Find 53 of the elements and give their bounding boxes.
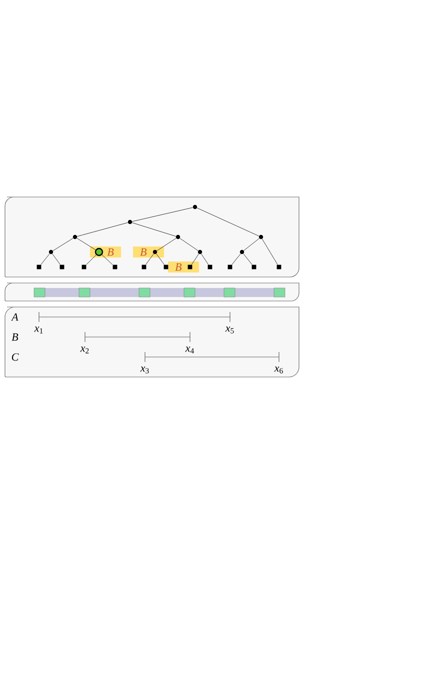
node-label: B: [107, 248, 114, 256]
tree-node: [48, 250, 54, 254]
tree-edge: [40, 254, 50, 265]
leaf-node: [36, 264, 42, 270]
leaf-node: [252, 264, 256, 270]
endpoint-label: x$_{3}$: [140, 366, 149, 374]
tree-node: [176, 234, 180, 240]
tree-node: [258, 234, 264, 240]
tree-edge: [86, 254, 96, 265]
tree-node: [198, 250, 202, 254]
endpoint-label: x$_{1}$: [34, 326, 43, 334]
leaf-node: [60, 264, 64, 270]
tree-edge: [156, 238, 176, 251]
tree-edge: [196, 208, 260, 236]
endpoint-label: x$_{4}$: [185, 346, 194, 354]
endpoint-label: x$_{2}$: [80, 346, 89, 354]
tree-edge: [132, 207, 193, 222]
node-label: B: [140, 248, 147, 256]
leaf-node: [188, 264, 192, 270]
leaf-node: [228, 264, 232, 270]
tree-edge: [191, 254, 199, 265]
tree-edge: [201, 254, 209, 265]
tree-edge: [52, 254, 60, 265]
row-label: C: [12, 353, 19, 361]
tree-edge: [243, 254, 252, 265]
endpoint-label: x$_{6}$: [274, 366, 283, 374]
tree-edge: [146, 254, 154, 265]
tree-edge: [102, 254, 113, 265]
leaf-node: [112, 264, 118, 270]
tree-node: [192, 204, 198, 210]
tree-node: [152, 250, 158, 254]
tree-edge: [180, 238, 198, 251]
tree-edge: [232, 254, 241, 265]
tree-node: [72, 234, 78, 240]
leaf-node: [276, 264, 282, 270]
leaf-node: [82, 264, 86, 270]
tree-edge: [76, 222, 128, 237]
leaf-node: [208, 264, 212, 270]
leaf-node: [164, 264, 168, 270]
tree-node: [240, 250, 244, 254]
highlighted-node: [94, 248, 104, 256]
tree-edge: [52, 238, 74, 252]
tree-edge: [76, 238, 96, 250]
node-label: B: [175, 263, 182, 271]
row-label: A: [11, 313, 18, 321]
row-label: B: [12, 333, 18, 341]
leaf-node: [142, 264, 146, 270]
tree-edge: [156, 254, 164, 265]
tree-edge: [132, 222, 176, 237]
tree-node: [128, 220, 132, 224]
tree-edge: [262, 238, 278, 265]
tree-edge: [244, 238, 260, 251]
endpoint-label: x$_{5}$: [225, 326, 234, 334]
